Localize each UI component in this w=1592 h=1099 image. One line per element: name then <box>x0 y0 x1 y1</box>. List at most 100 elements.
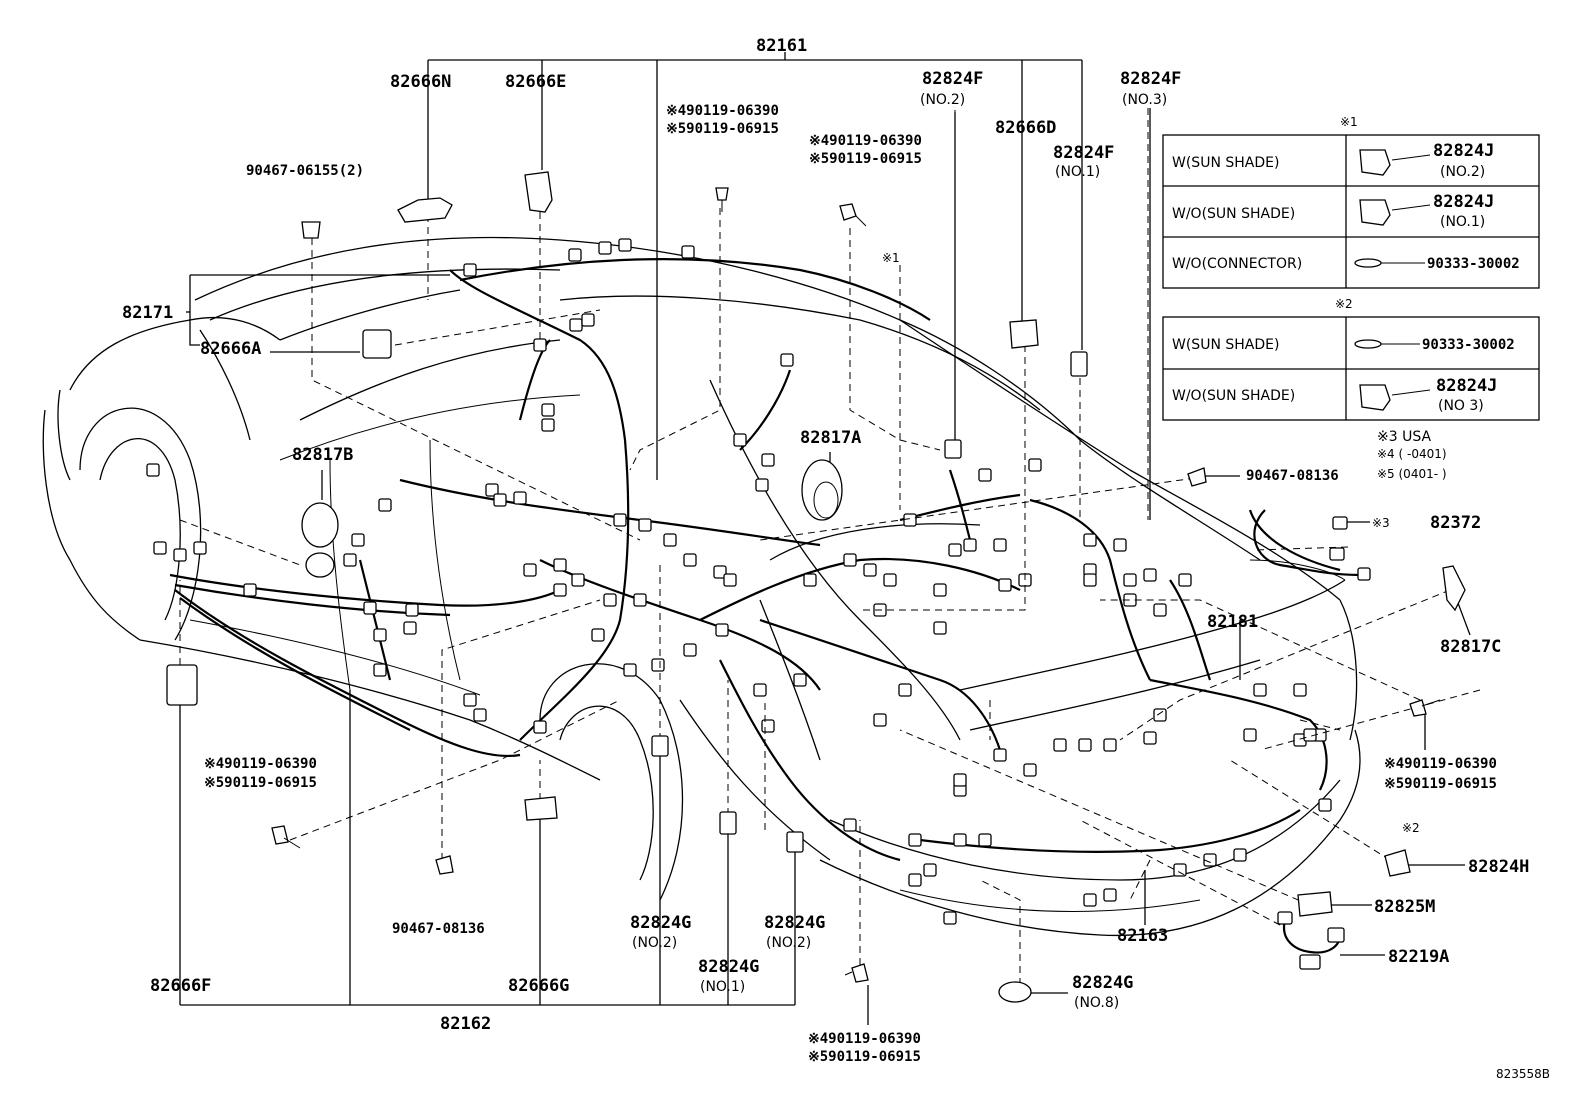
connector-icon <box>553 583 567 597</box>
part-labels: 82161 82666N 82666E 90467-06155(2) ※4901… <box>122 36 1550 1081</box>
connector-icon <box>786 831 804 853</box>
connector-icon <box>1103 888 1117 902</box>
label-82666F: 82666F <box>150 976 211 996</box>
connector-icon <box>1297 891 1333 917</box>
connector-icon <box>755 478 769 492</box>
relay-bracket-icon <box>397 197 453 223</box>
footnote-4: ※4 ( -0401) <box>1377 447 1447 461</box>
connector-icon <box>793 673 807 687</box>
connector-icon <box>613 513 627 527</box>
connector-icon <box>998 578 1012 592</box>
connector-icon <box>651 658 665 672</box>
label-82824F-no2-sub: (NO.2) <box>920 92 965 108</box>
junction-block-icon <box>166 664 198 706</box>
bracket-icon <box>524 796 558 821</box>
connector-icon <box>1359 384 1391 411</box>
connector-icon <box>753 683 767 697</box>
clip-icon <box>1187 467 1207 487</box>
bolt-icon <box>271 825 289 845</box>
connector-icon <box>663 533 677 547</box>
connector-icon <box>993 538 1007 552</box>
connector-icon <box>683 553 697 567</box>
label-82817A: 82817A <box>800 428 861 448</box>
footnote-5: ※5 (0401- ) <box>1377 467 1447 481</box>
label-bolt-c2: ※590119-06915 <box>1384 776 1497 792</box>
table1-row1-condition: W(SUN SHADE) <box>1172 155 1279 171</box>
label-82163: 82163 <box>1117 926 1168 946</box>
figure-id: 823558B <box>1496 1067 1550 1081</box>
label-82666A: 82666A <box>200 339 261 359</box>
connector-icon <box>638 518 652 532</box>
connector-icon <box>1203 853 1217 867</box>
connector-icon <box>603 593 617 607</box>
leader-lines <box>179 52 1481 1025</box>
option-table-1: ※1 W(SUN SHADE) W/O(SUN SHADE) W/O(CONNE… <box>1162 115 1540 289</box>
table1-row3-part: 90333-30002 <box>1427 256 1520 272</box>
connector-icon <box>1028 458 1042 472</box>
label-82817B: 82817B <box>292 445 353 465</box>
connector-icon <box>571 573 585 587</box>
label-bolt-e1: ※490119-06390 <box>808 1031 921 1047</box>
connector-icon <box>568 248 582 262</box>
label-82666N: 82666N <box>390 72 451 92</box>
connector-icon <box>463 693 477 707</box>
connector-icon <box>513 491 527 505</box>
connector-icon <box>633 593 647 607</box>
connector-icon <box>843 553 857 567</box>
connector-icon <box>933 621 947 635</box>
label-bolt-e2: ※590119-06915 <box>808 1049 921 1065</box>
connector-icon <box>533 720 547 734</box>
connector-icon <box>343 553 357 567</box>
table1-row2-part: 82824J <box>1433 192 1494 212</box>
connector-icon <box>733 433 747 447</box>
connector-icon <box>153 541 167 555</box>
label-82219A: 82219A <box>1388 947 1449 967</box>
connector-icon <box>719 811 737 835</box>
connector-icon <box>944 439 962 459</box>
connector-icon <box>1359 149 1391 176</box>
connector-icon <box>363 601 377 615</box>
table2-row2-condition: W/O(SUN SHADE) <box>1172 388 1295 404</box>
label-82372-prefix: ※3 <box>1372 516 1390 530</box>
label-82171: 82171 <box>122 303 173 323</box>
label-82824F-no3: 82824F <box>1120 69 1181 89</box>
bolt-icon <box>715 187 729 201</box>
connector-icon <box>541 403 555 417</box>
bolt-icon <box>1409 699 1427 717</box>
connector-icon <box>1153 708 1167 722</box>
label-bolt-c1: ※490119-06390 <box>1384 756 1497 772</box>
label-82161: 82161 <box>756 36 807 56</box>
footnote-3: ※3 USA <box>1377 429 1431 445</box>
label-82825M: 82825M <box>1374 897 1435 917</box>
table1-row1-sub: (NO.2) <box>1440 164 1485 180</box>
connector-icon <box>1083 533 1097 547</box>
connector-icon <box>569 318 583 332</box>
label-82824G-no2-b-sub: (NO.2) <box>766 935 811 951</box>
connector-icon <box>873 713 887 727</box>
clamp-icon <box>1442 565 1466 612</box>
connector-icon <box>173 548 187 562</box>
connector-icon <box>903 513 917 527</box>
label-star2: ※2 <box>1402 821 1420 835</box>
connector-icon <box>1173 863 1187 877</box>
connector-icon <box>1153 603 1167 617</box>
connector-icon <box>898 683 912 697</box>
connector-icon <box>651 735 669 757</box>
label-bolt-d1: ※490119-06390 <box>204 756 317 772</box>
connector-icon <box>863 563 877 577</box>
label-82824G-no8-sub: (NO.8) <box>1074 995 1119 1011</box>
connector-icon <box>978 833 992 847</box>
connector-icon <box>533 338 547 352</box>
label-bolt-a1: ※490119-06390 <box>666 103 779 119</box>
connector-icon <box>963 538 977 552</box>
grommet-icon <box>305 552 335 578</box>
connector-icon <box>1243 728 1257 742</box>
connector-icon <box>943 911 957 925</box>
label-82824G-no1-sub: (NO.1) <box>700 979 745 995</box>
clip-icon <box>435 855 454 875</box>
connector-icon <box>998 981 1032 1003</box>
table1-title: ※1 <box>1340 115 1358 129</box>
connector-icon <box>1083 893 1097 907</box>
label-82162: 82162 <box>440 1014 491 1034</box>
connector-icon <box>373 663 387 677</box>
